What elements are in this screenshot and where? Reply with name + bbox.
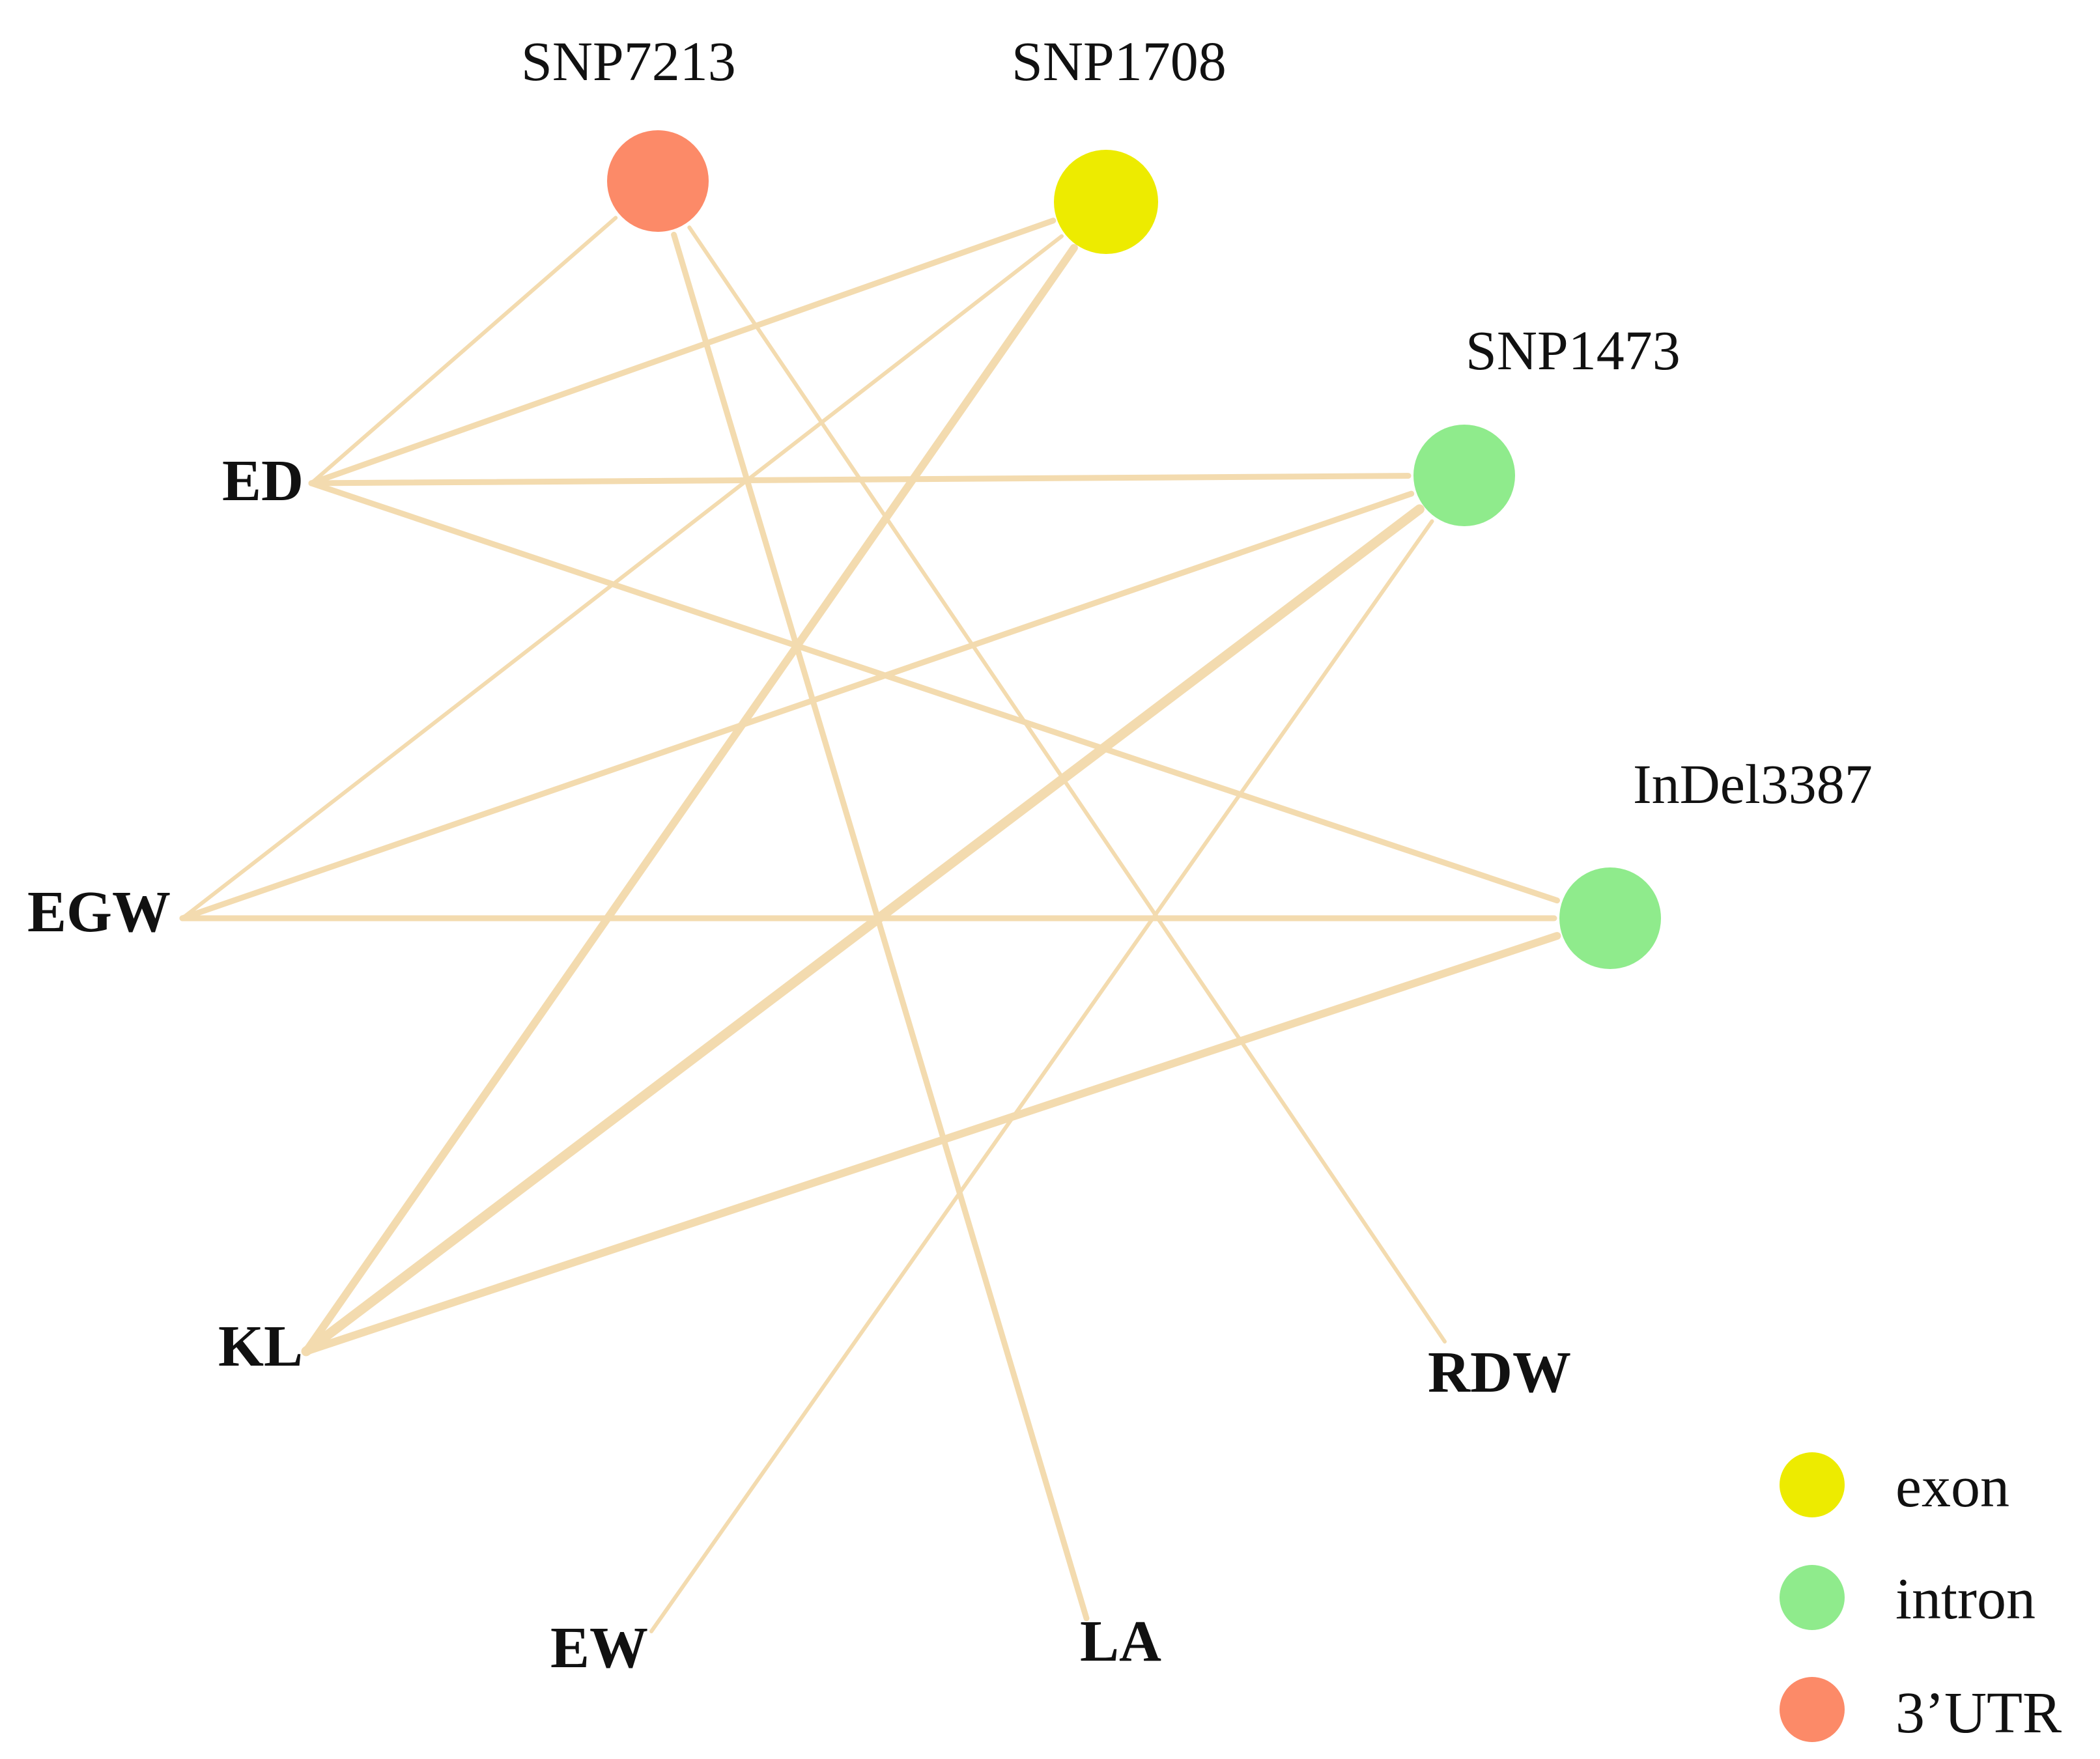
label-ew: EW bbox=[550, 1616, 648, 1680]
legend-swatch-3utr bbox=[1780, 1677, 1845, 1742]
label-indel3387: InDel3387 bbox=[1633, 753, 1873, 815]
label-snp1708: SNP1708 bbox=[1012, 30, 1227, 92]
edge-snp1708-kl bbox=[302, 244, 1078, 1355]
label-snp1473: SNP1473 bbox=[1466, 319, 1681, 382]
edge-indel3387-kl bbox=[302, 932, 1561, 1355]
edges-layer bbox=[179, 216, 1561, 1633]
edge-snp1473-ed bbox=[308, 473, 1412, 486]
edge-snp1473-ew bbox=[649, 519, 1434, 1633]
legend-swatch-exon bbox=[1780, 1452, 1845, 1517]
legend: exon intron 3’UTR bbox=[1780, 1452, 2062, 1745]
edge-snp7213-ed bbox=[309, 216, 618, 485]
variant-labels: SNP7213 SNP1708 SNP1473 InDel3387 bbox=[521, 30, 1873, 815]
edge-snp7213-rdw bbox=[687, 225, 1447, 1344]
edge-snp1473-kl bbox=[301, 504, 1425, 1357]
label-snp7213: SNP7213 bbox=[521, 30, 736, 92]
variant-nodes bbox=[607, 130, 1661, 969]
label-rdw: RDW bbox=[1428, 1340, 1571, 1405]
edge-indel3387-ed bbox=[308, 480, 1560, 904]
legend-label-intron: intron bbox=[1895, 1567, 2036, 1631]
label-ed: ED bbox=[222, 449, 304, 513]
edge-snp1708-egw bbox=[180, 234, 1064, 920]
node-snp7213 bbox=[607, 130, 709, 232]
edge-snp7213-la bbox=[671, 231, 1090, 1622]
label-la: LA bbox=[1080, 1609, 1161, 1674]
node-snp1473 bbox=[1413, 425, 1515, 526]
edge-snp1473-egw bbox=[179, 490, 1415, 922]
legend-label-exon: exon bbox=[1895, 1455, 2009, 1519]
node-snp1708 bbox=[1054, 150, 1158, 254]
label-egw: EGW bbox=[27, 880, 171, 944]
legend-swatch-intron bbox=[1780, 1565, 1845, 1630]
node-indel3387 bbox=[1559, 867, 1661, 969]
edge-snp1708-ed bbox=[308, 218, 1057, 486]
trait-labels: ED EGW KL EW LA RDW bbox=[27, 449, 1571, 1680]
label-kl: KL bbox=[218, 1314, 303, 1379]
legend-label-3utr: 3’UTR bbox=[1895, 1681, 2062, 1745]
